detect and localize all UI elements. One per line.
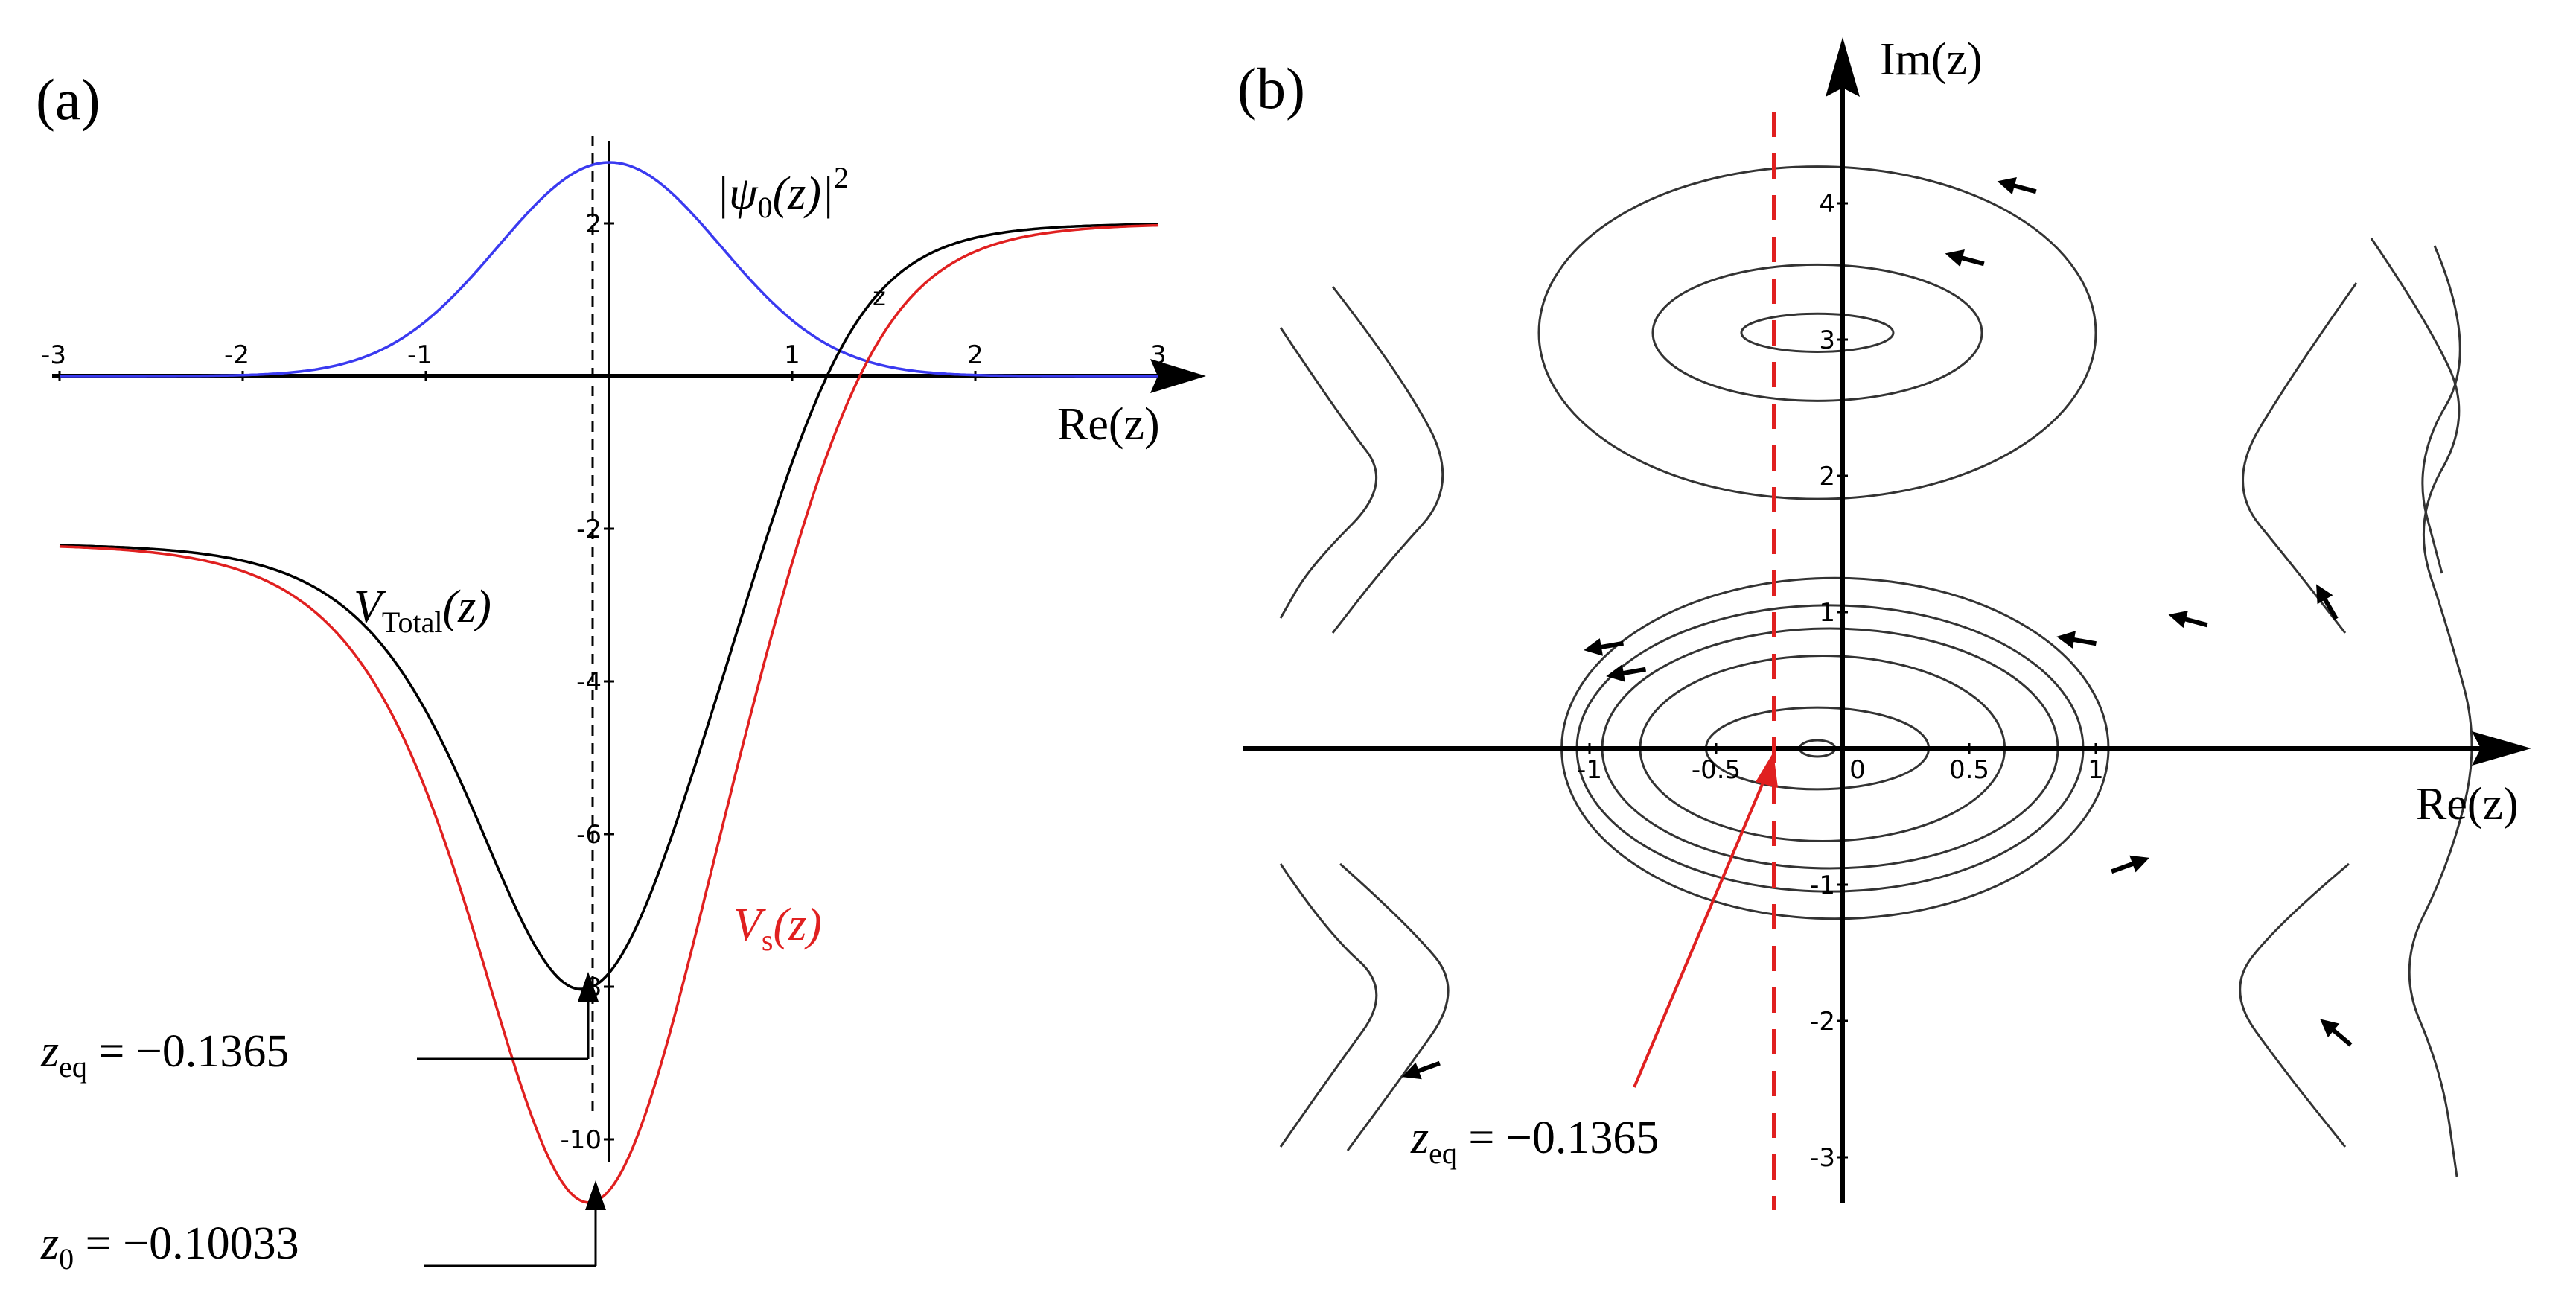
panel-b-zeq-arrowhead (1756, 752, 1778, 788)
panel-b-y-tick-label: 2 (1819, 462, 1835, 491)
panel-b-closed-orbit (1537, 165, 2097, 500)
panel-b-open-trajectory (1279, 327, 1378, 619)
panel-b-y-tick-label: -3 (1810, 1143, 1835, 1173)
panel-b-x-tick-label: -1 (1577, 755, 1602, 785)
panel-a-x-tick-label: 3 (1150, 340, 1167, 370)
panel-b-zeq-annotation: zeq = −0.1365 (1410, 1113, 1659, 1170)
panel-b-y-axis-arrow (1826, 37, 1860, 97)
panel-a-y-tick-label: -4 (576, 667, 602, 697)
panel-b-open-trajectory (1339, 862, 1450, 1151)
panel-b-chart: -1 -0.5 0 0.5 1 4 3 2 1 -1 -2 -3 Re(z) Im(z) zeq =… (1243, 34, 2531, 1210)
panel-b-open-trajectory (2370, 238, 2473, 1177)
panel-b-flow-arrow (1584, 638, 1624, 656)
panel-b-open-trajectory (2242, 282, 2358, 634)
panel-a-y-tick-label: -6 (576, 820, 602, 850)
panel-a-vtotal-label: VTotal(z) (354, 582, 491, 639)
panel-a-x-tick-label: -2 (224, 340, 249, 370)
panel-b-x-tick-label: 0.5 (1949, 755, 1989, 785)
panel-b-x-axis-label: Re(z) (2416, 779, 2519, 830)
panel-b-flow-arrow (1402, 1060, 1441, 1080)
panel-b-flow-arrows (1402, 176, 2353, 1080)
panel-b-open-trajectory (2421, 245, 2461, 574)
panel-a-vtotal-curve (59, 223, 1159, 991)
panel-a-y-tick-label: -10 (560, 1125, 602, 1155)
panel-a-vs-label: Vs(z) (733, 900, 822, 957)
panel-a-y-tick-label: -2 (576, 515, 602, 544)
panel-b-closed-orbit (1651, 263, 1983, 402)
panel-a-x-ticks: -3 -2 -1 1 2 3 (41, 340, 1167, 381)
panel-a-x-tick-label: -1 (407, 340, 433, 370)
panel-a-z0-arrowhead (585, 1180, 606, 1210)
panel-a-zeq-arrowhead (578, 972, 599, 1002)
panel-b-y-tick-label: -2 (1810, 1007, 1835, 1037)
panel-a-x-tick-label: 2 (967, 340, 983, 370)
panel-b-y-tick-label: 1 (1819, 598, 1835, 628)
panel-b-flow-arrow (2316, 584, 2339, 620)
panel-a-zeq-annotation: zeq = −0.1365 (40, 1026, 289, 1084)
panel-b-zeq-pointer (1633, 768, 1770, 1088)
panel-b-flow-arrow (2320, 1019, 2353, 1047)
panel-a-z0-annotation: z0 = −0.10033 (40, 1218, 299, 1276)
panel-a-vs-curve (59, 223, 1159, 1204)
panel-b-x-tick-label: 1 (2088, 755, 2104, 785)
panel-a-psi-label: |ψ0(z)|2 (716, 161, 849, 224)
panel-b-y-ticks: 4 3 2 1 -1 -2 -3 (1810, 189, 1848, 1173)
panel-b-open-trajectory (1279, 863, 1378, 1148)
panel-a-y-tick-label: 2 (585, 209, 602, 239)
panel-b-closed-orbit (1740, 312, 1895, 353)
panel-b-open-trajectories (1279, 238, 2473, 1177)
panel-b-flow-arrow (1606, 664, 1646, 682)
panel-b-flow-arrow (1997, 176, 2037, 195)
panel-label-a: (a) (36, 67, 101, 132)
panel-a-psi-curve (60, 161, 1158, 378)
panel-a-stray-z-label: z (873, 282, 886, 312)
panel-b-y-tick-label: 4 (1819, 189, 1835, 219)
panel-b-flow-arrow (2168, 610, 2208, 629)
panel-b-flow-arrow (2111, 855, 2149, 874)
panel-a-x-tick-label: -3 (41, 340, 66, 370)
panel-b-flow-arrow (1945, 249, 1985, 267)
panel-b-y-tick-label: 3 (1819, 325, 1835, 355)
panel-b-closed-orbits (1537, 165, 2110, 920)
panel-b-x-tick-label: -0.5 (1692, 755, 1741, 785)
panel-b-flow-arrow (2056, 631, 2097, 649)
panel-b-x-axis-arrow (2472, 731, 2531, 766)
panel-b-y-tick-label: -1 (1810, 871, 1835, 900)
panel-a-x-tick-label: 1 (784, 340, 800, 370)
panel-a-x-axis-label: Re(z) (1057, 399, 1160, 450)
panel-a-x-axis-arrow (1150, 359, 1206, 393)
panel-b-open-trajectory (2239, 862, 2350, 1148)
panel-label-b: (b) (1237, 56, 1305, 121)
panel-b-x-tick-label: 0 (1849, 755, 1866, 785)
panel-b-x-ticks: -1 -0.5 0 0.5 1 (1577, 743, 2104, 785)
panel-b-open-trajectory (1331, 286, 1444, 634)
panel-b-y-axis-label: Im(z) (1880, 34, 1983, 85)
